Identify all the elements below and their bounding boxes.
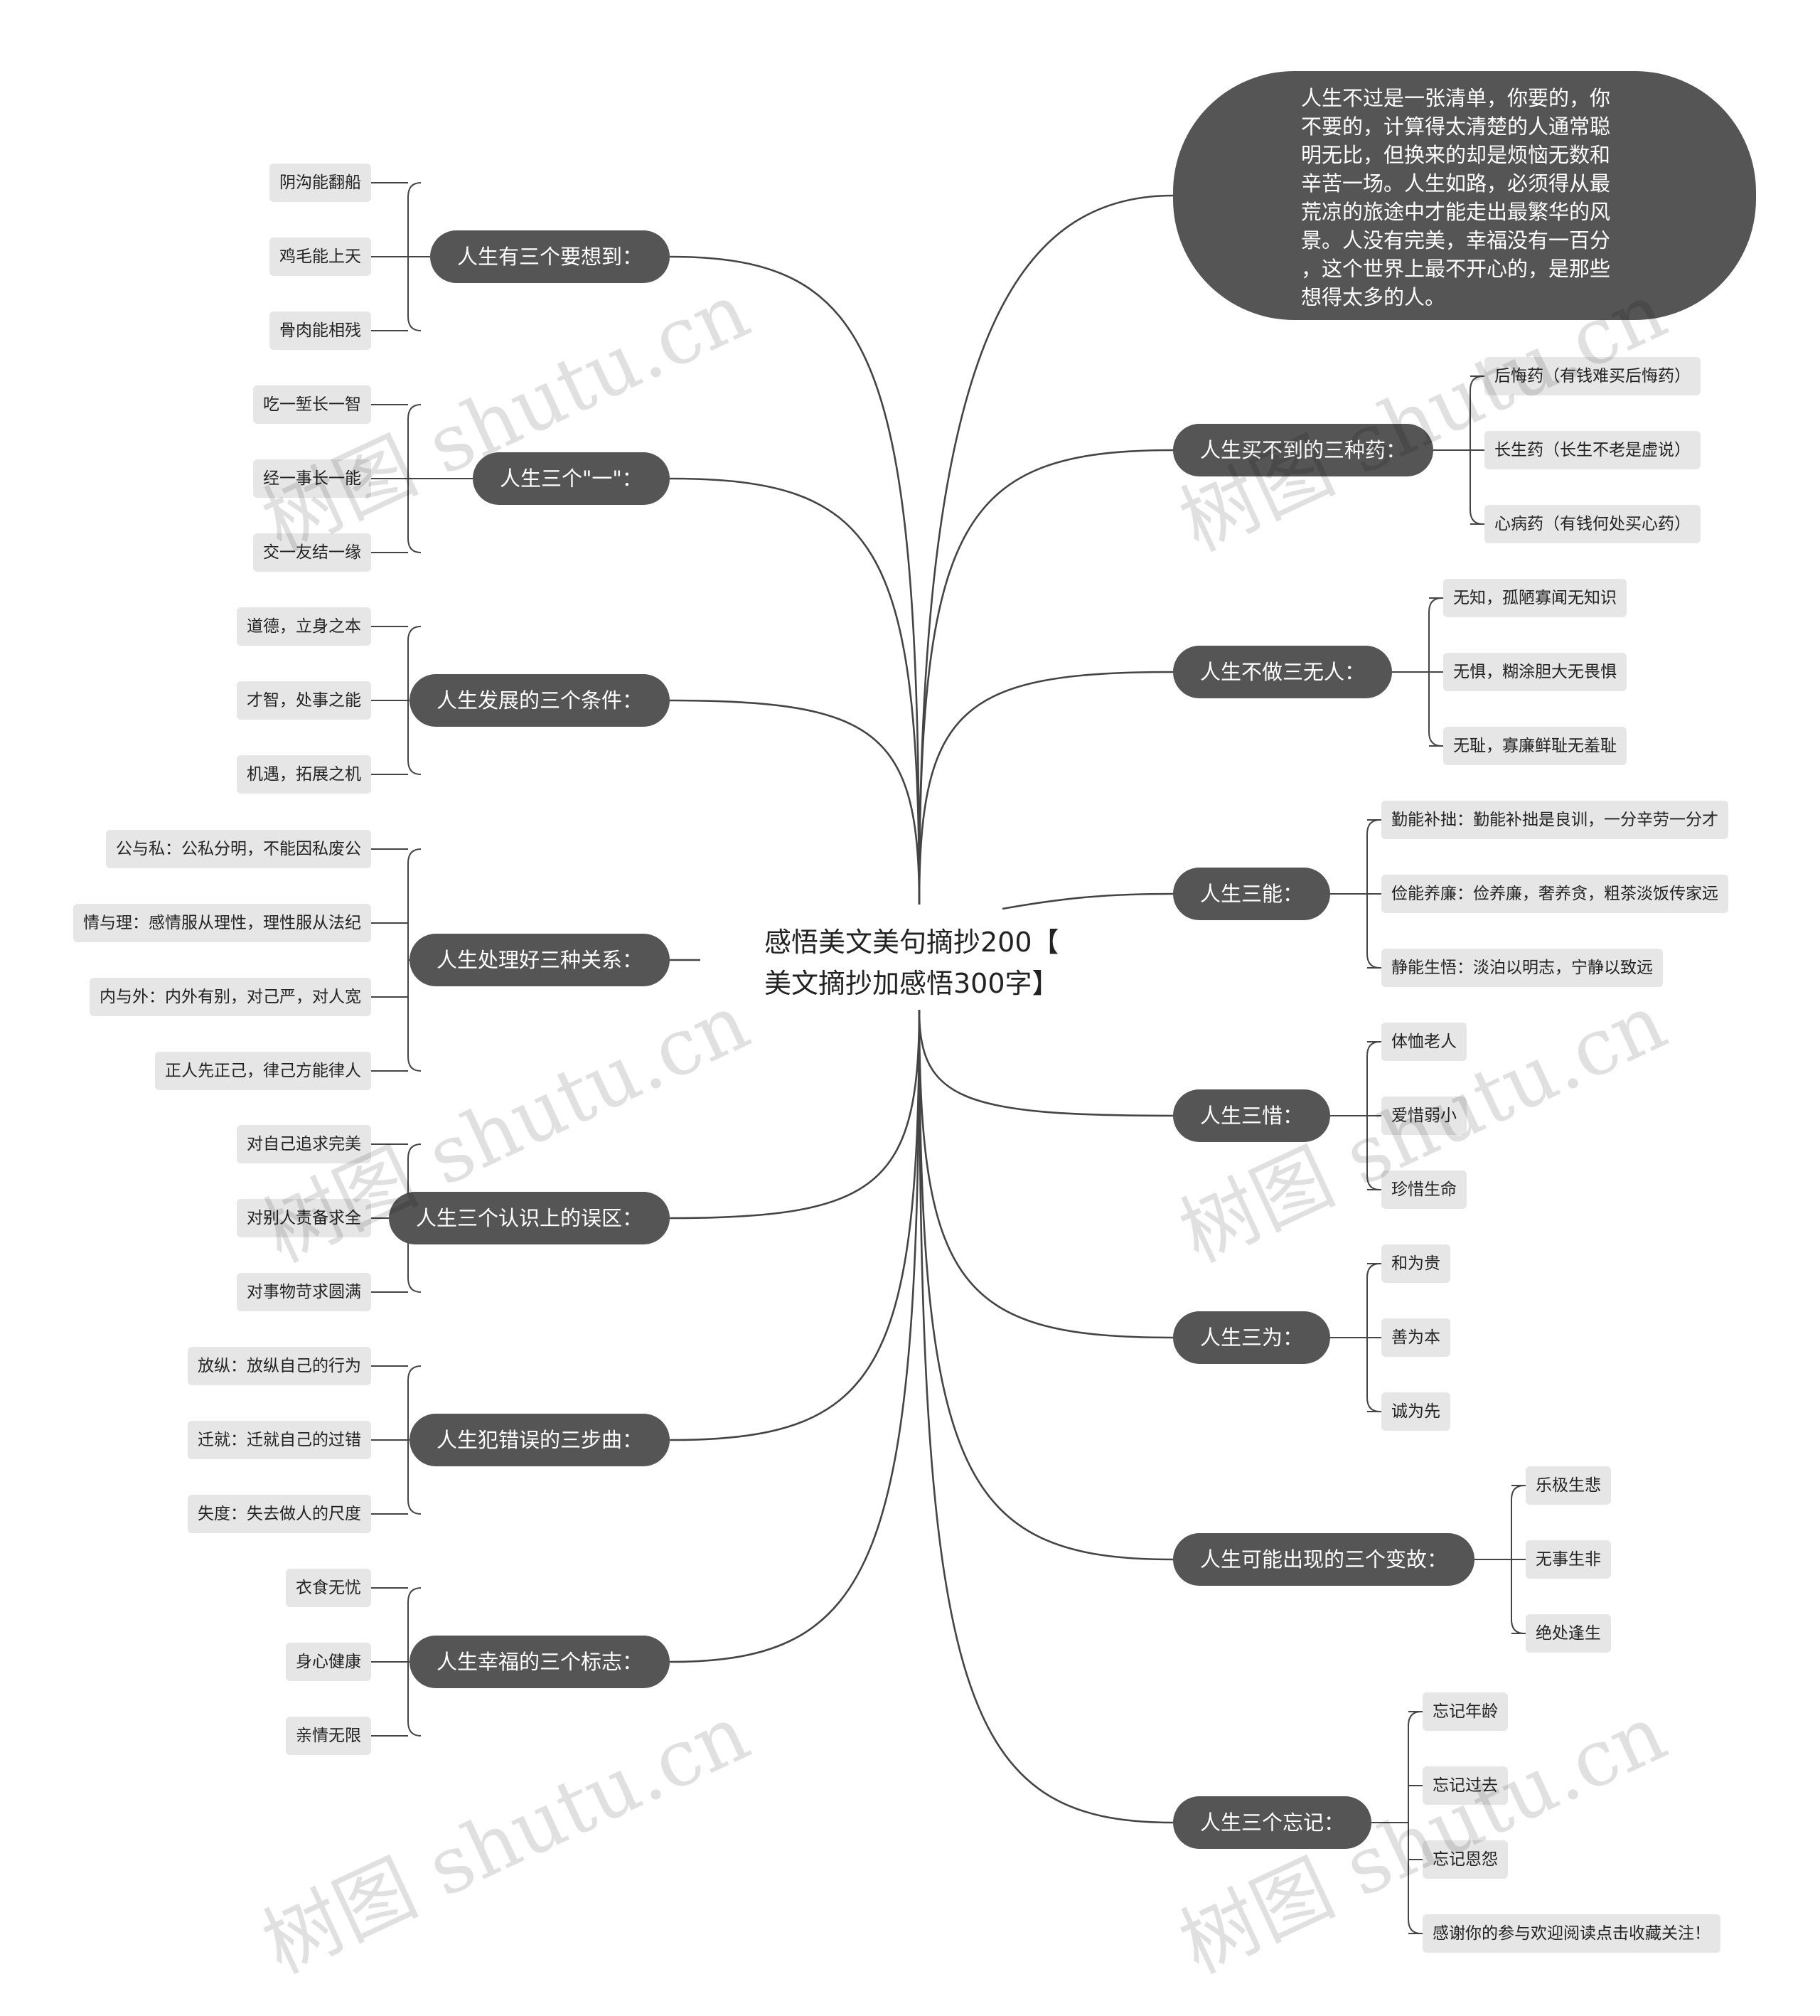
connector-root-right — [918, 1009, 1174, 1117]
leaf-topic[interactable]: 正人先正己，律己方能律人 — [155, 1052, 371, 1090]
root-title-line-1: 感悟美文美句摘抄200【 — [764, 927, 1059, 958]
leaf-topic[interactable]: 感谢你的参与欢迎阅读点击收藏关注！ — [1423, 1914, 1720, 1953]
connector-root-left — [669, 477, 921, 905]
bubble-line: ，这个世界上最不开心的，是那些 — [1301, 257, 1611, 281]
leaf-topic[interactable]: 诚为先 — [1381, 1392, 1450, 1431]
connector-root-right — [1002, 892, 1174, 910]
leaf-topic[interactable]: 无耻，寡廉鲜耻无羞耻 — [1443, 727, 1627, 765]
leaf-topic[interactable]: 经一事长一能 — [253, 459, 371, 498]
leaf-topic[interactable]: 骨肉能相残 — [269, 311, 371, 350]
connector-root-left — [669, 1009, 921, 1441]
leaf-topic[interactable]: 衣食无忧 — [286, 1569, 371, 1607]
bubble-line: 人生不过是一张清单，你要的，你 — [1301, 86, 1611, 110]
summary-bubble[interactable]: 人生不过是一张清单，你要的，你 不要的，计算得太清楚的人通常聪 明无比，但换来的… — [1173, 71, 1756, 320]
branch-topic-right-3[interactable]: 人生三能： — [1173, 868, 1331, 920]
branch-topic-right-5[interactable]: 人生三为： — [1173, 1311, 1331, 1364]
bubble-line: 想得太多的人。 — [1301, 285, 1446, 309]
branch-topic-left-5[interactable]: 人生三个认识上的误区： — [389, 1192, 670, 1244]
leaf-topic[interactable]: 道德，立身之本 — [237, 607, 371, 646]
branch-topic-right-1[interactable]: 人生买不到的三种药： — [1173, 424, 1434, 476]
leaf-topic[interactable]: 情与理：感情服从理性，理性服从法纪 — [73, 904, 371, 942]
leaf-topic[interactable]: 对事物苛求圆满 — [237, 1273, 371, 1311]
leaf-topic[interactable]: 心病药（有钱何处买心药） — [1484, 505, 1701, 543]
leaf-topic[interactable]: 无惧，糊涂胆大无畏惧 — [1443, 653, 1627, 691]
connector-root-right — [918, 449, 1174, 905]
bubble-line: 荒凉的旅途中才能走出最繁华的风 — [1301, 200, 1611, 224]
branch-topic-left-7[interactable]: 人生幸福的三个标志： — [410, 1636, 670, 1688]
connector-root-left — [669, 1009, 921, 1220]
connector-root-left — [669, 699, 921, 905]
leaf-topic[interactable]: 机遇，拓展之机 — [237, 755, 371, 794]
branch-topic-right-7[interactable]: 人生三个忘记： — [1173, 1796, 1372, 1849]
leaf-topic[interactable]: 亲情无限 — [286, 1717, 371, 1755]
leaf-topic[interactable]: 体恤老人 — [1381, 1023, 1467, 1061]
leaf-topic[interactable]: 迁就：迁就自己的过错 — [188, 1421, 371, 1459]
leaf-topic[interactable]: 后悔药（有钱难买后悔药） — [1484, 357, 1701, 395]
leaf-topic[interactable]: 对自己追求完美 — [237, 1125, 371, 1163]
bubble-line: 不要的，计算得太清楚的人通常聪 — [1301, 114, 1611, 139]
connector-root-right — [918, 671, 1174, 905]
leaf-topic[interactable]: 才智，处事之能 — [237, 681, 371, 720]
leaf-topic[interactable]: 交一友结一缘 — [253, 533, 371, 572]
bubble-line: 景。人没有完美，幸福没有一百分 — [1301, 228, 1611, 252]
branch-topic-left-3[interactable]: 人生发展的三个条件： — [410, 674, 670, 727]
leaf-topic[interactable]: 鸡毛能上天 — [269, 238, 371, 276]
leaf-topic[interactable]: 俭能养廉：俭养廉，奢养贪，粗茶淡饭传家远 — [1381, 875, 1728, 913]
leaf-topic[interactable]: 无事生非 — [1526, 1540, 1611, 1579]
root-title-line-2: 美文摘抄加感悟300字】 — [764, 968, 1059, 999]
root-topic[interactable]: 感悟美文美句摘抄200【 美文摘抄加感悟300字】 — [764, 917, 1077, 1008]
leaf-topic[interactable]: 对别人责备求全 — [237, 1199, 371, 1237]
leaf-topic[interactable]: 内与外：内外有别，对己严，对人宽 — [90, 978, 371, 1016]
leaf-topic[interactable]: 静能生悟：淡泊以明志，宁静以致远 — [1381, 949, 1663, 987]
leaf-topic[interactable]: 身心健康 — [286, 1643, 371, 1681]
leaf-topic[interactable]: 吃一堑长一智 — [253, 385, 371, 424]
leaf-topic[interactable]: 无知，孤陋寡闻无知识 — [1443, 579, 1627, 617]
branch-topic-right-4[interactable]: 人生三惜： — [1173, 1089, 1331, 1142]
leaf-topic[interactable]: 公与私：公私分明，不能因私废公 — [106, 830, 371, 868]
branch-topic-left-4[interactable]: 人生处理好三种关系： — [410, 934, 670, 986]
connector-root-right — [918, 1009, 1174, 1824]
connector-root-bubble — [918, 194, 1174, 905]
branch-topic-right-2[interactable]: 人生不做三无人： — [1173, 646, 1393, 698]
branch-topic-right-6[interactable]: 人生可能出现的三个变故： — [1173, 1533, 1475, 1586]
connector-root-left — [669, 1009, 921, 1663]
connector-root-left — [669, 255, 921, 905]
leaf-topic[interactable]: 失度：失去做人的尺度 — [188, 1495, 371, 1533]
branch-topic-left-6[interactable]: 人生犯错误的三步曲： — [410, 1414, 670, 1466]
leaf-topic[interactable]: 忘记恩怨 — [1423, 1840, 1508, 1879]
leaf-topic[interactable]: 善为本 — [1381, 1318, 1450, 1357]
leaf-topic[interactable]: 忘记过去 — [1423, 1766, 1508, 1805]
leaf-topic[interactable]: 阴沟能翻船 — [269, 164, 371, 202]
bubble-line: 明无比，但换来的却是烦恼无数和 — [1301, 143, 1611, 167]
leaf-topic[interactable]: 绝处逢生 — [1526, 1614, 1611, 1653]
connector-root-right — [918, 1009, 1174, 1339]
leaf-topic[interactable]: 长生药（长生不老是虚说） — [1484, 431, 1701, 469]
bracket-line — [1408, 1711, 1422, 1934]
branch-topic-left-2[interactable]: 人生三个"一"： — [473, 452, 670, 505]
leaf-topic[interactable]: 珍惜生命 — [1381, 1170, 1467, 1209]
leaf-topic[interactable]: 勤能补拙：勤能补拙是良训，一分辛劳一分才 — [1381, 801, 1728, 839]
leaf-topic[interactable]: 放纵：放纵自己的行为 — [188, 1347, 371, 1385]
connector-root-right — [918, 1009, 1174, 1561]
leaf-topic[interactable]: 和为贵 — [1381, 1244, 1450, 1283]
leaf-topic[interactable]: 乐极生悲 — [1526, 1466, 1611, 1505]
branch-topic-left-1[interactable]: 人生有三个要想到： — [430, 230, 670, 283]
leaf-topic[interactable]: 爱惜弱小 — [1381, 1097, 1467, 1135]
leaf-topic[interactable]: 忘记年龄 — [1423, 1692, 1508, 1731]
bubble-line: 辛苦一场。人生如路，必须得从最 — [1301, 171, 1611, 196]
